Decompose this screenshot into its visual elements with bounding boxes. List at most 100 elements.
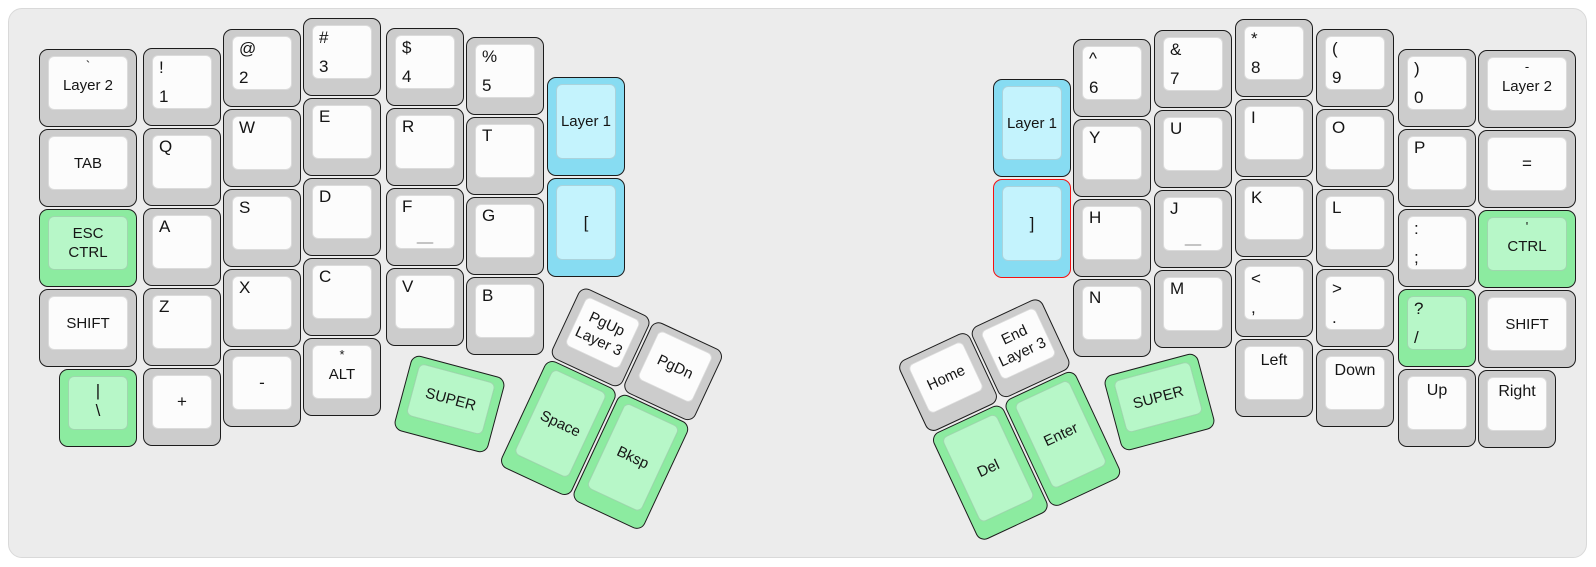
key-legend: * <box>1251 29 1258 48</box>
key-v[interactable]: V <box>386 268 464 346</box>
keycap-face: Layer 1 <box>1002 86 1062 160</box>
key-legend: PgDn <box>654 351 696 383</box>
key-legend: X <box>239 278 251 297</box>
key-s[interactable]: S <box>223 189 301 267</box>
key-legend: % <box>482 47 498 66</box>
key-minus-layer2[interactable]: -Layer 2 <box>1478 50 1576 128</box>
key-legend: R <box>402 117 415 136</box>
key-h[interactable]: H <box>1073 199 1151 277</box>
key-legend: $ <box>402 38 412 57</box>
key-j[interactable]: J <box>1154 190 1232 268</box>
key-n[interactable]: N <box>1073 279 1151 357</box>
key-legend: 9 <box>1332 68 1342 87</box>
key-e[interactable]: E <box>303 98 381 176</box>
key-b[interactable]: B <box>466 277 544 355</box>
key-legend: [ <box>583 212 589 232</box>
keycap-face: [ <box>556 185 616 260</box>
key-slash[interactable]: ?/ <box>1398 289 1476 367</box>
key-left[interactable]: Left <box>1235 339 1313 417</box>
key-legend: > <box>1332 279 1342 298</box>
keycap-face: %5 <box>475 44 535 98</box>
key-9[interactable]: (9 <box>1316 29 1394 107</box>
key-3[interactable]: #3 <box>303 18 381 96</box>
key-minus-left[interactable]: - <box>223 349 301 427</box>
key-6[interactable]: ^6 <box>1073 39 1151 117</box>
keycap-face: L <box>1325 196 1385 250</box>
key-o[interactable]: O <box>1316 109 1394 187</box>
key-up[interactable]: Up <box>1398 369 1476 447</box>
key-4[interactable]: $4 <box>386 28 464 106</box>
key-tab[interactable]: TAB <box>39 129 137 207</box>
key-y[interactable]: Y <box>1073 119 1151 197</box>
key-semicolon[interactable]: :; <box>1398 209 1476 287</box>
keycap-face: Layer 1 <box>556 84 616 159</box>
key-legend: Q <box>159 137 173 156</box>
keycap-face: I <box>1244 106 1304 160</box>
key-legend: Up <box>1426 382 1448 399</box>
key-d[interactable]: D <box>303 178 381 256</box>
key-5[interactable]: %5 <box>466 37 544 115</box>
key-legend: J <box>1170 199 1179 218</box>
key-legend: I <box>1251 108 1256 127</box>
key-legend: / <box>1414 328 1419 347</box>
key-pipe-backslash[interactable]: |\ <box>59 369 137 447</box>
key-shift-left[interactable]: SHIFT <box>39 289 137 367</box>
key-rbracket[interactable]: ] <box>993 179 1071 278</box>
key-backtick-layer2[interactable]: `Layer 2 <box>39 49 137 127</box>
key-right[interactable]: Right <box>1478 370 1556 448</box>
key-plus[interactable]: + <box>143 368 221 446</box>
key-a[interactable]: A <box>143 208 221 286</box>
key-layer1-right[interactable]: Layer 1 <box>993 79 1071 177</box>
keycap-face: V <box>395 275 455 329</box>
key-t[interactable]: T <box>466 117 544 195</box>
key-l[interactable]: L <box>1316 189 1394 267</box>
key-g[interactable]: G <box>466 197 544 275</box>
key-f[interactable]: F <box>386 188 464 266</box>
key-r[interactable]: R <box>386 108 464 186</box>
keycap-face: ] <box>1002 186 1062 261</box>
key-c[interactable]: C <box>303 258 381 336</box>
keycap-face: A <box>152 215 212 269</box>
key-legend: Layer 2 <box>62 77 114 94</box>
key-shift-right[interactable]: SHIFT <box>1478 290 1576 368</box>
key-k[interactable]: K <box>1235 179 1313 257</box>
key-legend: Right <box>1498 383 1536 400</box>
key-layer1-left[interactable]: Layer 1 <box>547 77 625 176</box>
key-legend: N <box>1089 288 1102 307</box>
key-2[interactable]: @2 <box>223 29 301 107</box>
key-i[interactable]: I <box>1235 99 1313 177</box>
keycap-face: P <box>1407 136 1467 190</box>
key-legend: & <box>1170 40 1182 59</box>
key-legend: + <box>177 392 187 411</box>
key-8[interactable]: *8 <box>1235 19 1313 97</box>
key-q[interactable]: Q <box>143 128 221 206</box>
key-w[interactable]: W <box>223 109 301 187</box>
key-p[interactable]: P <box>1398 129 1476 207</box>
key-legend: 2 <box>239 68 249 87</box>
key-quote-ctrl[interactable]: ' CTRL <box>1478 210 1576 288</box>
key-legend: Space <box>537 406 584 441</box>
key-legend: CTRL <box>1507 238 1547 255</box>
key-period[interactable]: >. <box>1316 269 1394 347</box>
key-z[interactable]: Z <box>143 288 221 366</box>
key-legend: G <box>482 206 496 225</box>
key-star-alt[interactable]: *ALT <box>303 338 381 416</box>
key-m[interactable]: M <box>1154 270 1232 348</box>
key-u[interactable]: U <box>1154 110 1232 188</box>
keycap-face: ' CTRL <box>1487 217 1567 271</box>
key-down[interactable]: Down <box>1316 349 1394 427</box>
key-x[interactable]: X <box>223 269 301 347</box>
key-equals[interactable]: = <box>1478 130 1576 208</box>
key-lbracket[interactable]: [ <box>547 178 625 277</box>
key-comma[interactable]: <, <box>1235 259 1313 337</box>
key-0[interactable]: )0 <box>1398 49 1476 127</box>
keycap-face: D <box>312 185 372 239</box>
keycap-face: |\ <box>68 376 128 430</box>
key-1[interactable]: !1 <box>143 48 221 126</box>
key-legend: ' <box>1525 219 1529 234</box>
keycap-face: SUPER <box>405 362 496 436</box>
key-7[interactable]: &7 <box>1154 30 1232 108</box>
key-legend: SUPER <box>423 384 478 415</box>
key-legend: 6 <box>1089 78 1099 97</box>
